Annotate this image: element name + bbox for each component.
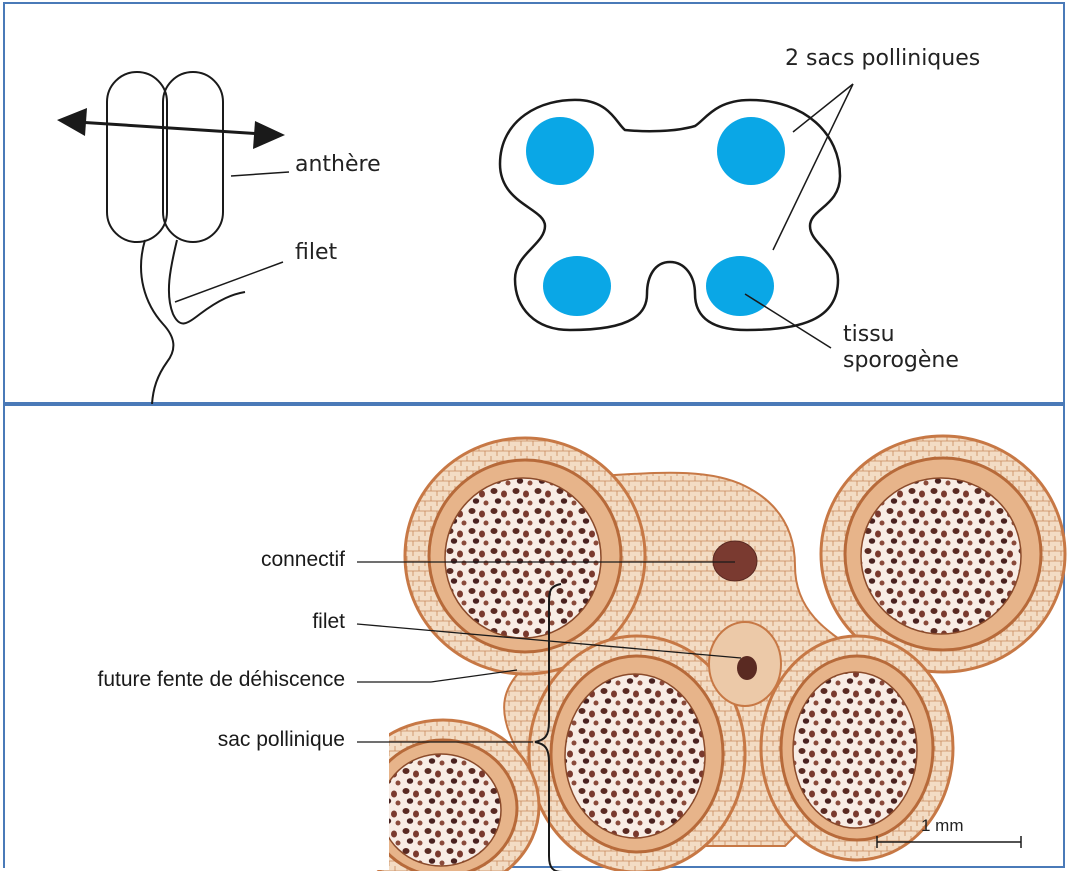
filament-right-edge [169,240,245,323]
label-sac-pollinique: sac pollinique [218,728,345,752]
anther-lobe-right [163,72,223,242]
anther-lobe-left [107,72,167,242]
scale-bar-label: 1 mm [921,816,964,836]
filament-left-edge [141,240,173,404]
sporogenous-tissue-top-right [717,117,785,185]
label-connectif: connectif [261,548,345,572]
label-sporogene: sporogène [843,348,959,373]
double-arrow [57,108,285,149]
label-filet-micrograph: filet [312,610,345,634]
anthere-leader [231,172,289,176]
stamen-side-view [107,72,245,404]
schematic-panel: anthère filet 2 sacs polliniques tissu s… [3,2,1065,404]
micrograph-tissue [5,436,1065,871]
sporogenous-tissue-top-left [526,117,594,185]
label-future-fente: future fente de déhiscence [97,668,345,692]
label-tissu: tissu [843,322,895,347]
anther-micrograph-svg [5,406,1067,870]
sporogenous-tissue-bottom-right [706,256,774,316]
label-sacs-polliniques: 2 sacs polliniques [785,46,980,71]
sacs-leader-1 [793,84,853,132]
sporogenous-tissue-bottom-left [543,256,611,316]
label-anthere: anthère [295,152,381,177]
micrograph-panel: connectif filet future fente de déhiscen… [3,404,1065,868]
label-filet-schematic: filet [295,240,337,265]
